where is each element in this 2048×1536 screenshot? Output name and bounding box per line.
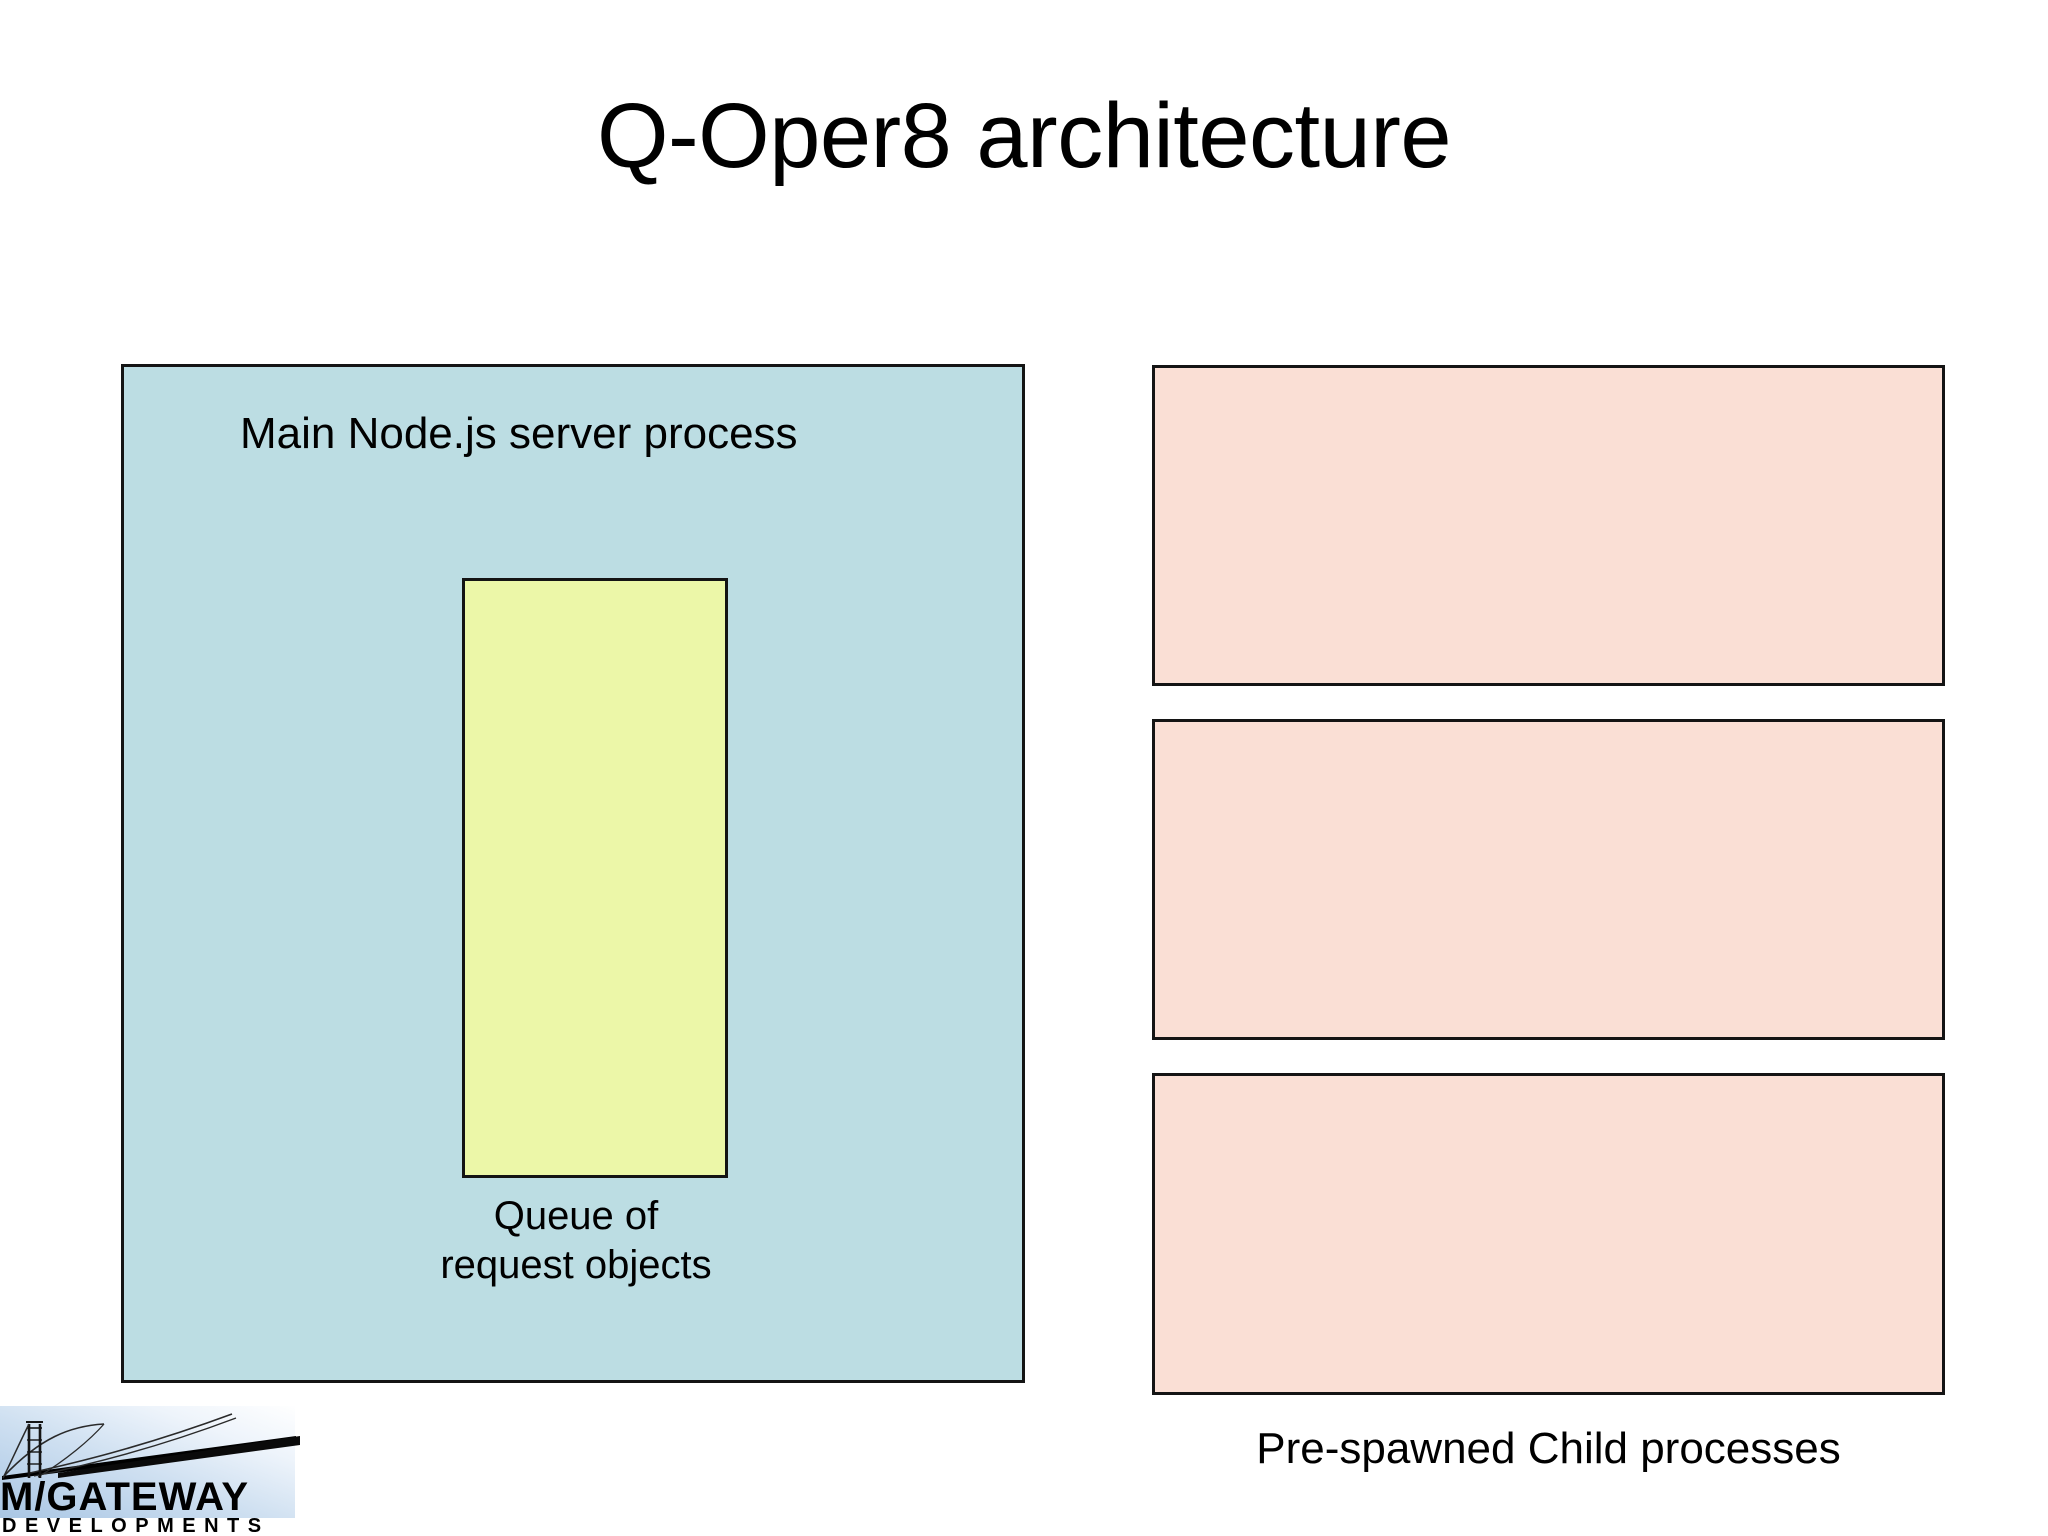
- request-queue-label-line1: Queue of: [493, 1194, 659, 1238]
- mgateway-logo: M/GATEWAY DEVELOPMENTS: [0, 1398, 400, 1536]
- suspension-bridge-icon: M/GATEWAY DEVELOPMENTS: [0, 1406, 345, 1536]
- page-title: Q-Oper8 architecture: [596, 85, 1452, 187]
- request-queue-label: Queue of request objects: [124, 1192, 1028, 1290]
- child-process-box-3: [1152, 1073, 1945, 1395]
- logo-tagline: DEVELOPMENTS: [2, 1515, 270, 1536]
- logo-wordmark: M/GATEWAY: [0, 1475, 249, 1519]
- request-queue-label-line2: request objects: [440, 1242, 712, 1287]
- main-server-process-label: Main Node.js server process: [240, 409, 798, 458]
- child-process-box-1: [1152, 365, 1945, 686]
- request-queue-box: [462, 578, 728, 1178]
- main-server-process-box: Main Node.js server process Queue of req…: [121, 364, 1025, 1383]
- child-process-box-2: [1152, 719, 1945, 1040]
- child-processes-caption: Pre-spawned Child processes: [1256, 1424, 1841, 1473]
